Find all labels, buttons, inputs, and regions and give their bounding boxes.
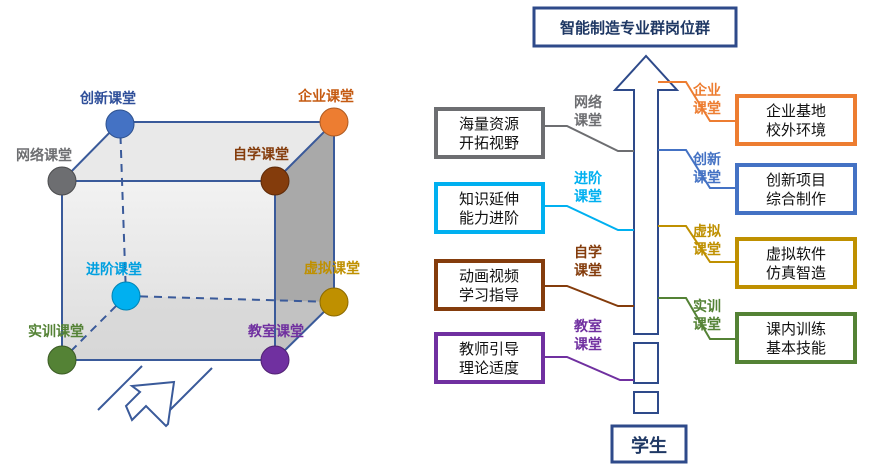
cube-top-face	[62, 122, 334, 181]
tag-enterprise: 企业课堂	[692, 82, 721, 117]
box-innovation	[735, 163, 857, 215]
box-virtual	[735, 237, 857, 289]
top-title: 智能制造专业群岗位群	[560, 19, 710, 37]
box-training	[735, 312, 857, 364]
node-classroom	[260, 345, 290, 375]
tag-selfstudy: 自学课堂	[574, 244, 602, 279]
tag-network: 网络课堂	[574, 94, 602, 129]
box-advanced	[434, 182, 545, 234]
cube-hidden-edge	[61, 295, 127, 361]
node-network	[47, 166, 77, 196]
entry-arrow	[97, 365, 213, 428]
top-title-box	[532, 6, 738, 48]
cube-floor-shade	[62, 296, 334, 360]
connector-enterprise	[658, 81, 737, 122]
label-training: 实训课堂	[28, 323, 84, 340]
connector-virtual	[658, 225, 737, 263]
connector-network	[543, 125, 634, 152]
student-box	[610, 424, 688, 464]
tag-innovation: 创新课堂	[692, 151, 721, 186]
connector-innovation	[658, 149, 737, 189]
box-text-network: 海量资源开拓视野	[459, 115, 519, 152]
cube-diagram: 创新课堂 企业课堂 网络课堂 自学课堂 进阶课堂 虚拟课堂 实训课堂 教室课堂	[16, 88, 360, 428]
box-text-classroom: 教师引导理论适度	[459, 340, 519, 377]
connector-selfstudy	[543, 285, 634, 307]
box-text-training: 课内训练基本技能	[766, 320, 826, 357]
box-text-selfstudy: 动画视频学习指导	[459, 267, 519, 304]
label-advanced: 进阶课堂	[86, 261, 142, 278]
cube-hidden-edge	[119, 121, 127, 297]
connector-training	[658, 297, 737, 340]
node-training	[47, 345, 77, 375]
label-classroom: 教室课堂	[248, 323, 304, 340]
box-selfstudy	[434, 259, 545, 311]
label-innovation: 创新课堂	[79, 90, 136, 107]
flow-diagram: 智能制造专业群岗位群 学生 海	[434, 6, 857, 464]
tag-advanced: 进阶课堂	[574, 170, 603, 205]
node-selfstudy	[260, 166, 290, 196]
student-label: 学生	[631, 435, 667, 457]
cube-hidden-edge	[125, 295, 335, 303]
box-text-enterprise: 企业基地校外环境	[766, 102, 826, 139]
connector-classroom	[543, 356, 634, 381]
cube-right-face	[275, 122, 334, 360]
arrow-step-2	[633, 391, 659, 414]
node-virtual	[319, 287, 349, 317]
label-virtual: 虚拟课堂	[304, 260, 360, 277]
label-network: 网络课堂	[16, 147, 72, 164]
node-innovation	[105, 109, 135, 139]
tag-classroom: 教室课堂	[574, 318, 602, 353]
arrow-step-1	[633, 342, 659, 384]
label-selfstudy: 自学课堂	[233, 146, 289, 163]
box-text-innovation: 创新项目综合制作	[766, 171, 826, 208]
box-text-advanced: 知识延伸能力进阶	[459, 190, 519, 227]
tag-training: 实训课堂	[693, 298, 721, 333]
box-enterprise	[735, 94, 857, 146]
box-classroom	[434, 332, 545, 384]
node-enterprise	[319, 107, 349, 137]
growth-arrow	[612, 54, 680, 335]
box-network	[434, 107, 545, 159]
node-advanced	[111, 281, 141, 311]
connector-advanced	[543, 205, 634, 231]
box-text-virtual: 虚拟软件仿真智造	[766, 245, 826, 282]
tag-virtual: 虚拟课堂	[693, 223, 721, 258]
label-enterprise: 企业课堂	[297, 88, 354, 105]
